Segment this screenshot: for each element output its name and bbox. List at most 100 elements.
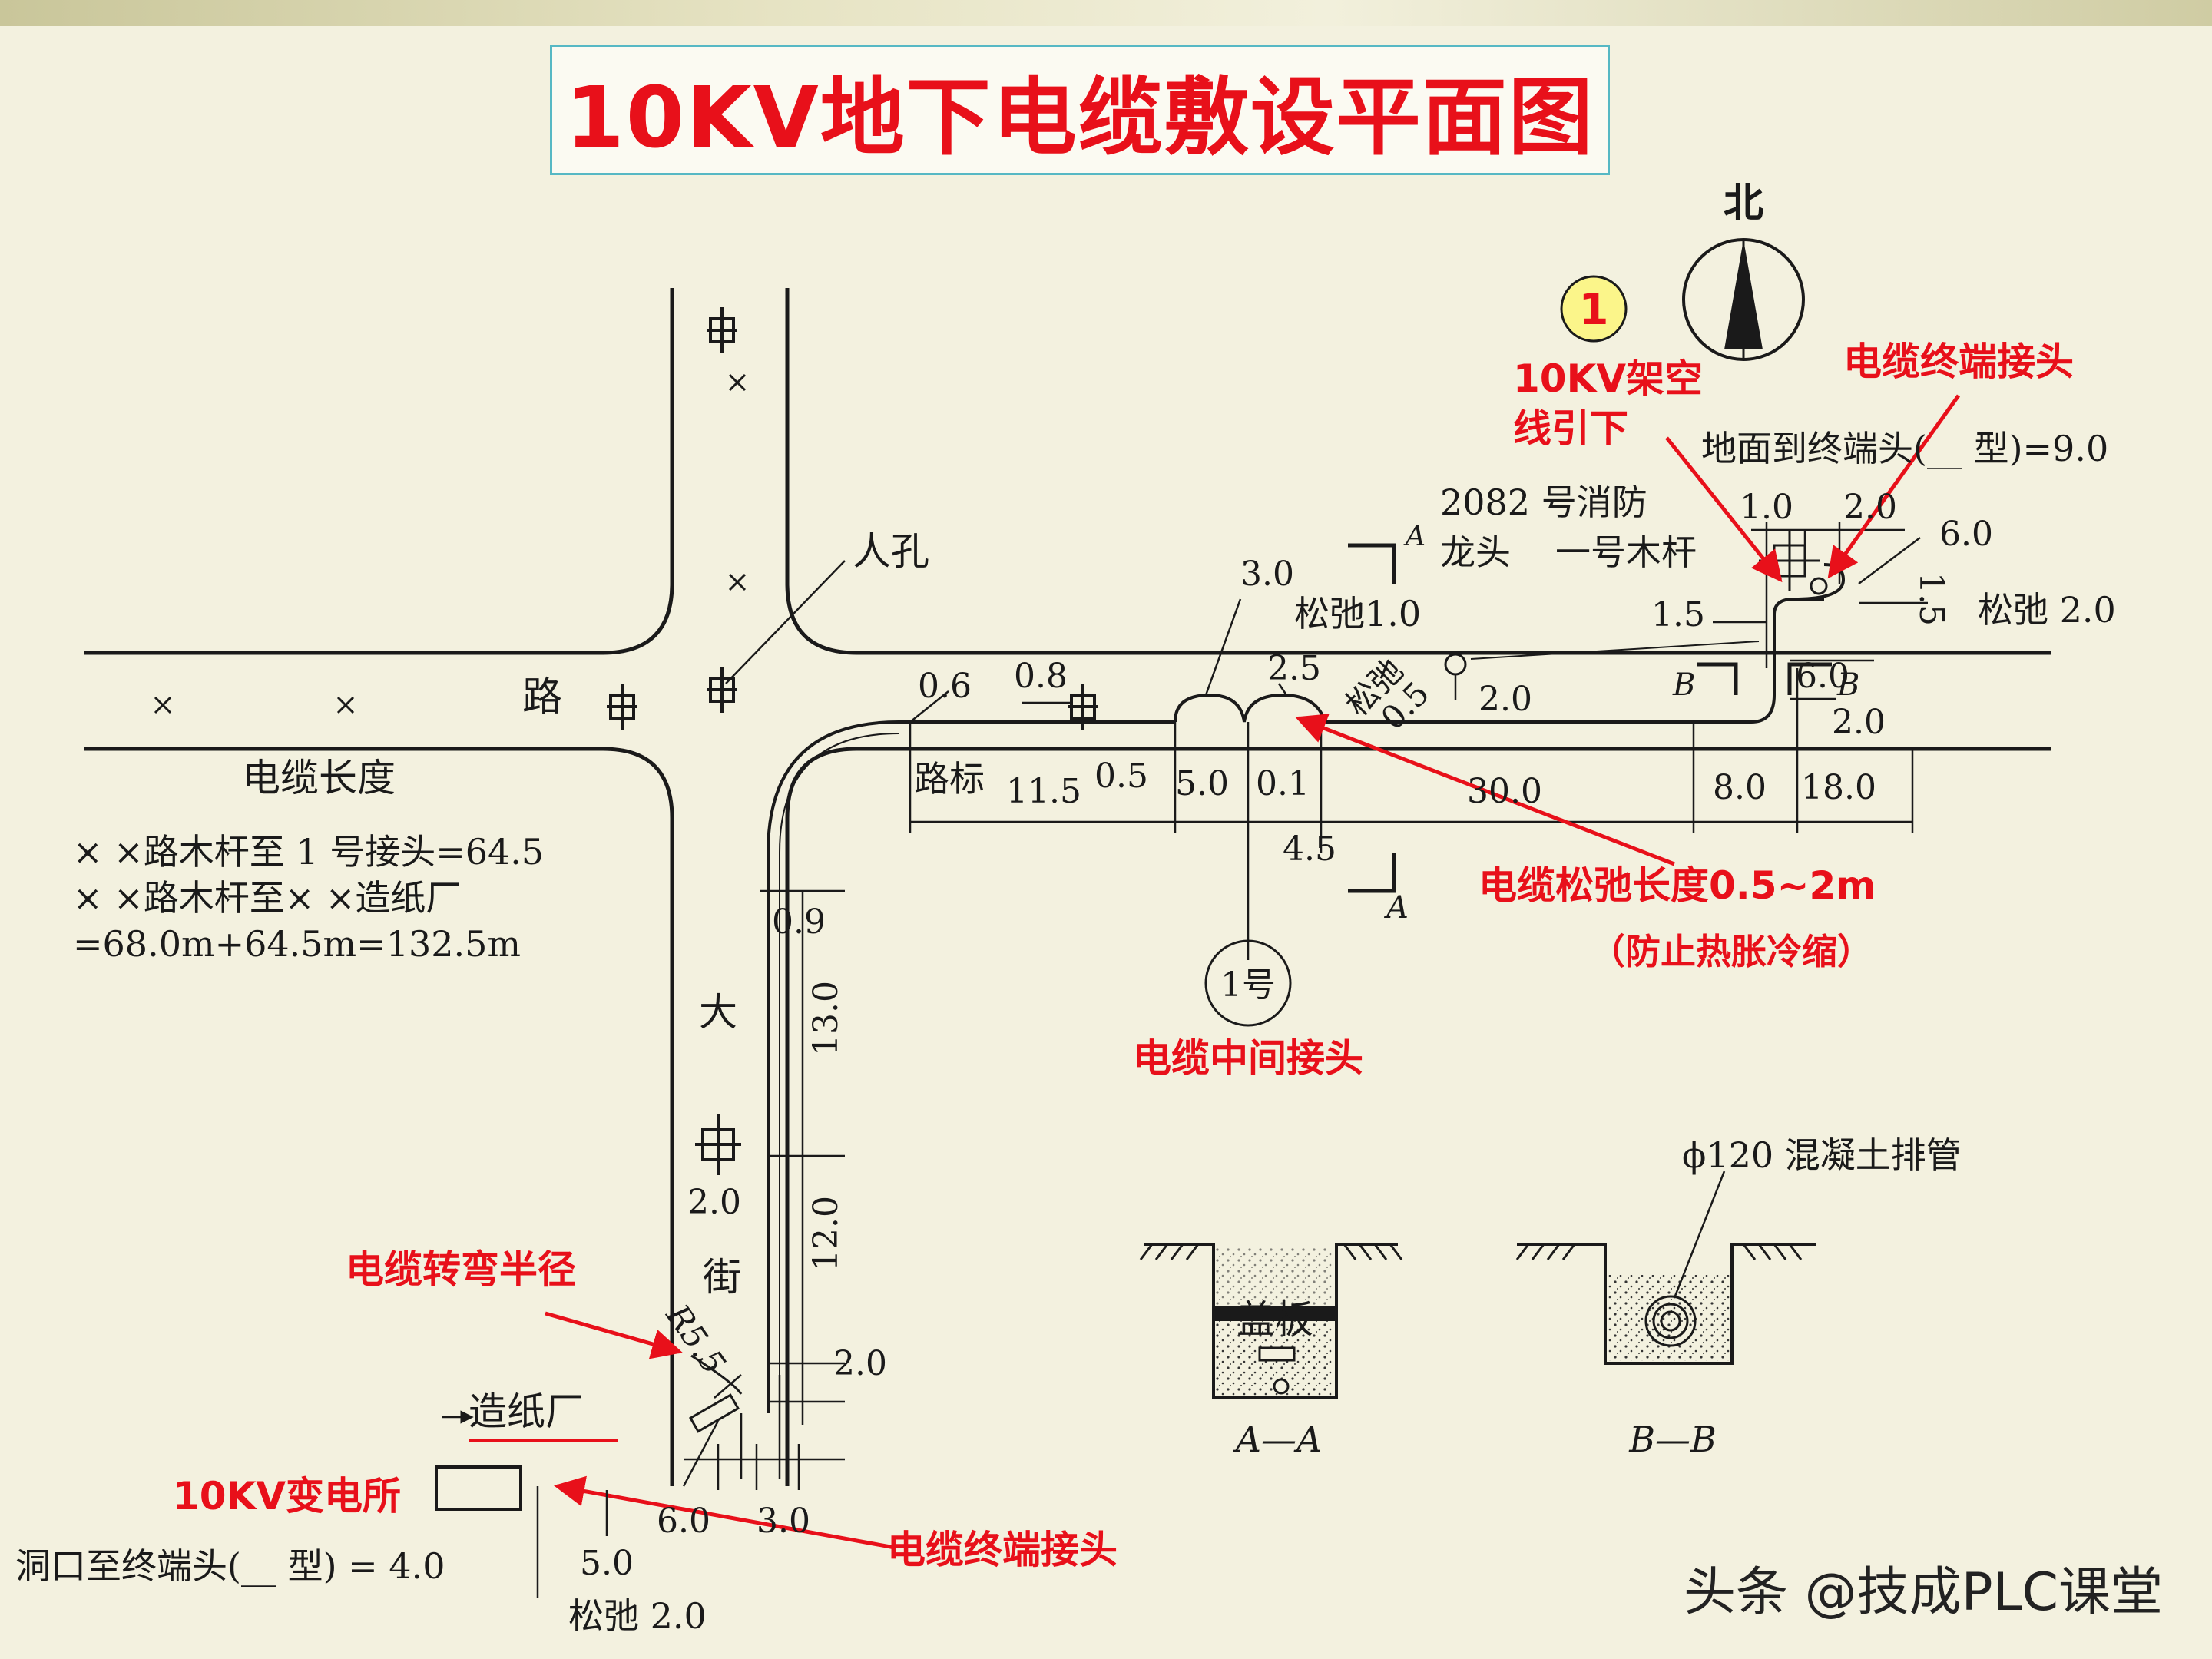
ground-to-terminal-label: 地面到终端头(__ 型)=9.0 — [1701, 428, 2108, 469]
street-da-label: 大 — [699, 990, 737, 1035]
cover-plate-label: 盖板 — [1237, 1297, 1313, 1342]
pole-symbol — [707, 667, 737, 713]
page-title: 10KV地下电缆敷设平面图 — [565, 68, 1594, 167]
manhole-label: 人孔 — [853, 529, 929, 574]
leader-lines — [536, 598, 1288, 1598]
slack-guide-line — [1470, 641, 1760, 660]
pole-symbols — [607, 307, 1098, 1175]
terminal-pole-symbol — [1759, 530, 1828, 595]
dim-5-0c: 5.0 — [580, 1544, 634, 1583]
dim-6-0b: 6.0 — [1796, 657, 1849, 696]
pole-symbol — [1068, 684, 1098, 730]
title-box: 10KV地下电缆敷设平面图 — [550, 45, 1610, 175]
joint-1-circle — [1204, 939, 1292, 1027]
dim-0-1: 0.1 — [1256, 764, 1310, 803]
dim-2-0c: 2.0 — [687, 1183, 741, 1222]
tree-mark — [728, 573, 747, 591]
manhole-leader — [725, 560, 846, 684]
street-jie-label: 街 — [703, 1255, 741, 1300]
hydrant-label-2: 龙头 — [1440, 531, 1511, 573]
joint-caption-label: 电缆中间接头 — [1133, 1036, 1363, 1081]
dim-1-5a: 1.5 — [1651, 595, 1705, 634]
dim-11-5: 11.5 — [1006, 772, 1081, 811]
road-sign-label: 路标 — [914, 758, 985, 800]
cable-length-line-3: =68.0m+64.5m=132.5m — [73, 923, 521, 965]
bend-radius-arc — [690, 1354, 743, 1395]
road-outlines — [84, 288, 2051, 1486]
section-markers — [1348, 543, 1832, 893]
top-band — [0, 0, 2212, 26]
dim-0-6: 0.6 — [918, 667, 972, 706]
substation-label: 10KV变电所 — [173, 1474, 401, 1518]
dim-13-0: 13.0 — [806, 981, 846, 1056]
slack-reason-label: （防止热胀冷缩） — [1590, 931, 1873, 972]
red-arrows — [545, 394, 1961, 1550]
slack-2-label: 松弛 2.0 — [1978, 589, 2116, 631]
hole-to-terminal-label: 洞口至终端头(__ 型) = 4.0 — [15, 1545, 445, 1587]
dim-6-0c: 6.0 — [657, 1502, 710, 1541]
terminal-bottom-symbol — [688, 1393, 740, 1433]
cable-length-line-2: × ×路木杆至× ×造纸厂 — [73, 877, 461, 919]
pipe-symbol — [1644, 1295, 1697, 1347]
dim-4-5: 4.5 — [1283, 830, 1336, 869]
joint-1-label: 1号 — [1220, 965, 1276, 1005]
dim-2-0b: 2.0 — [1832, 703, 1886, 742]
section-a-top-letter: A — [1403, 521, 1426, 552]
marker-1: 1 — [1560, 275, 1628, 343]
bend-radius-label: 电缆转弯半径 — [346, 1247, 576, 1292]
slack-1-label: 松弛1.0 — [1294, 593, 1421, 634]
terminal-top-label: 电缆终端接头 — [1843, 339, 2074, 384]
cable-inner-line — [779, 733, 899, 1413]
dim-0-5: 0.5 — [1094, 757, 1148, 796]
tree-mark — [336, 696, 355, 714]
dim-0-8: 0.8 — [1014, 657, 1068, 696]
tree-mark — [728, 373, 747, 392]
slack-bottom-label: 松弛 2.0 — [568, 1595, 707, 1637]
substation-box — [435, 1465, 522, 1511]
pole1-label: 一号木杆 — [1555, 531, 1697, 573]
dim-18-0: 18.0 — [1801, 768, 1876, 807]
marker-1-label: 1 — [1579, 285, 1609, 335]
dim-2-5: 2.5 — [1267, 649, 1321, 688]
dim-1-0: 1.0 — [1740, 488, 1793, 527]
tree-marks — [154, 373, 747, 714]
section-b-right-letter: B — [1836, 667, 1859, 703]
dim-6-0top: 6.0 — [1939, 515, 1993, 554]
dim-5-0: 5.0 — [1175, 764, 1229, 803]
pole-symbol — [707, 307, 737, 353]
road-label: 路 — [522, 674, 562, 720]
section-b-label: B—B — [1628, 1419, 1717, 1460]
terminal-bottom-label: 电缆终端接头 — [887, 1528, 1118, 1572]
slack-length-label: 电缆松弛长度0.5~2m — [1479, 863, 1876, 908]
dim-30-0: 30.0 — [1467, 772, 1542, 811]
section-a-a: 盖板 A—A — [1139, 1243, 1403, 1460]
dim-3-0c: 3.0 — [757, 1502, 810, 1541]
dim-0-9: 0.9 — [772, 902, 826, 942]
north-label: 北 — [1724, 180, 1763, 227]
section-a-label: A—A — [1233, 1419, 1322, 1460]
dim-8-0: 8.0 — [1713, 768, 1767, 807]
dim-1-5b: 1.5 — [1912, 572, 1951, 626]
dim-12-0: 12.0 — [806, 1196, 846, 1271]
section-a-bottom-letter: A — [1383, 890, 1409, 926]
overhead-line-label-1: 10KV架空 — [1513, 356, 1703, 401]
dim-2-0d: 2.0 — [833, 1344, 887, 1383]
overhead-line-label-2: 线引下 — [1513, 406, 1628, 451]
paper-mill-label: 造纸厂 — [469, 1389, 584, 1434]
tree-mark — [154, 696, 172, 714]
watermark: 头条 @技成PLC课堂 — [1684, 1562, 2163, 1623]
pole-symbol — [695, 1114, 741, 1175]
pole-symbol — [607, 684, 637, 730]
section-b-b: B—B ϕ120 混凝土排管 — [1515, 1134, 1962, 1460]
hydrant-symbol — [1444, 653, 1467, 700]
cable-length-line-1: × ×路木杆至 1 号接头=64.5 — [73, 831, 544, 873]
dim-3-0: 3.0 — [1240, 555, 1294, 594]
north-compass — [1682, 238, 1805, 361]
dim-2-0top: 2.0 — [1843, 488, 1897, 527]
r-label: R5.5 — [658, 1297, 733, 1382]
cable-length-title: 电缆长度 — [242, 756, 396, 800]
dimension-lines — [684, 522, 1928, 1490]
dim-2-0a: 2.0 — [1479, 680, 1532, 719]
pipe-label: ϕ120 混凝土排管 — [1682, 1134, 1962, 1176]
